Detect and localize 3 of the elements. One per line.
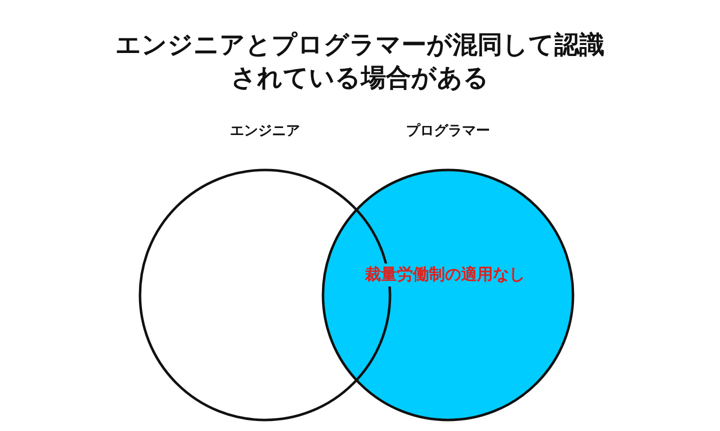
set-label: エンジニア — [230, 122, 300, 140]
set-label: プログラマー — [406, 122, 490, 140]
title: エンジニアとプログラマーが混同して認識されている場合がある — [114, 29, 606, 94]
